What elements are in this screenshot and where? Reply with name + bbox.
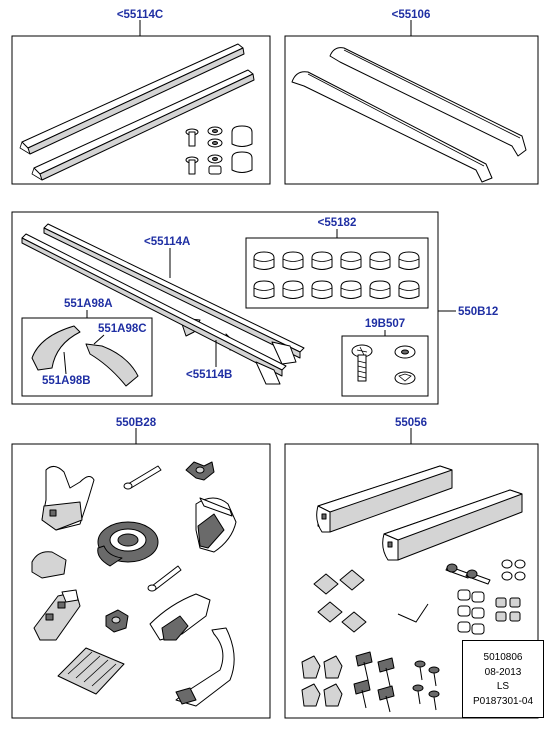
panel-frame xyxy=(284,35,539,185)
panel-55056: 55056 xyxy=(284,417,539,719)
fixing-kit xyxy=(185,125,253,175)
panel-frame xyxy=(11,443,271,719)
end-cap-icon xyxy=(253,280,275,299)
panel-frame xyxy=(11,211,439,405)
foam-tape-roll-icon xyxy=(97,521,159,567)
callout-55106[interactable]: <55106 xyxy=(392,9,431,21)
bolt-icon xyxy=(351,344,373,382)
cross-bar-rear xyxy=(329,47,527,157)
clamp-jaw-icon xyxy=(149,593,211,641)
callout-55114c[interactable]: <55114C xyxy=(117,9,163,21)
rubber-pads-set xyxy=(313,569,367,633)
bolt-icon xyxy=(185,128,199,147)
end-cap-icon xyxy=(398,280,420,299)
long-bolt-icon xyxy=(123,465,162,490)
callout-55114a[interactable]: <55114A xyxy=(144,236,190,248)
thumb-screw-set xyxy=(353,651,395,713)
end-cap-icon xyxy=(369,280,391,299)
strap-icon xyxy=(175,627,235,707)
end-cap-icon xyxy=(340,280,362,299)
bolt-icon xyxy=(185,156,199,175)
leader-line xyxy=(93,334,105,345)
knob-nut-icon xyxy=(105,609,129,633)
rubber-pad-icon xyxy=(31,551,67,579)
long-rail-lower xyxy=(21,233,287,385)
screw-set-icon xyxy=(412,660,440,711)
leader-line xyxy=(63,351,67,375)
end-cap-icon xyxy=(398,251,420,270)
end-cap-icon xyxy=(253,251,275,270)
nut-icon xyxy=(394,371,416,385)
end-cap-icon xyxy=(231,125,253,173)
end-cap-icon xyxy=(369,251,391,270)
info-line-3: LS xyxy=(496,681,510,692)
panel-side-rails: <55114C xyxy=(11,9,271,185)
panel-550b28: 550B28 xyxy=(11,417,271,719)
callout-55182[interactable]: <55182 xyxy=(318,217,357,229)
spacer-blocks-set xyxy=(457,589,485,635)
caps-box xyxy=(245,237,429,309)
long-bolt-icon xyxy=(147,565,182,592)
panel-cross-bars: <55106 xyxy=(284,9,539,185)
end-cap-icon xyxy=(282,280,304,299)
end-cap-icon xyxy=(311,280,333,299)
side-rail-lower xyxy=(31,69,255,181)
clip-set-icon xyxy=(301,655,343,707)
washer-icon xyxy=(207,154,223,175)
end-cover-right xyxy=(85,343,139,387)
callout-55056[interactable]: 55056 xyxy=(395,417,427,429)
end-cap-icon xyxy=(340,251,362,270)
ski-carrier-left xyxy=(316,465,453,533)
callout-19b507[interactable]: 19B507 xyxy=(365,318,405,330)
panel-550b12: 550B12 <55114A <55114B <55182 19B507 xyxy=(11,211,498,405)
cross-bar-front xyxy=(291,71,493,183)
instruction-sheet-icon xyxy=(57,647,125,695)
info-line-4: P0187301-04 xyxy=(472,695,534,707)
end-cap-icon xyxy=(311,251,333,270)
covers-box xyxy=(21,317,153,397)
clamp-bracket-icon xyxy=(41,466,95,531)
strap-clamp-icon xyxy=(195,497,237,553)
callout-550b28[interactable]: 550B28 xyxy=(116,417,157,429)
drawing-info-block: 5010806 08-2013 LS P0187301-04 xyxy=(462,640,544,718)
washer-icon xyxy=(207,126,223,148)
end-cap-icon xyxy=(282,251,304,270)
washer-icon xyxy=(394,345,416,359)
end-cover-left xyxy=(31,325,81,371)
side-rail-upper xyxy=(19,43,245,155)
fixings-box xyxy=(341,335,429,397)
mounting-plate-icon xyxy=(33,589,81,641)
ski-carrier-right xyxy=(382,489,523,561)
nut-set-icon xyxy=(501,559,526,581)
small-nut-set xyxy=(495,597,521,622)
callout-551a98b[interactable]: 551A98B xyxy=(42,375,91,387)
callout-550b12[interactable]: 550B12 xyxy=(458,306,498,318)
callout-551a98a[interactable]: 551A98A xyxy=(64,298,113,310)
allen-key-icon xyxy=(397,603,429,623)
info-line-2: 08-2013 xyxy=(484,666,522,678)
panel-frame xyxy=(11,35,271,185)
callout-55114b[interactable]: <55114B xyxy=(186,369,232,381)
callout-551a98c[interactable]: 551A98C xyxy=(98,323,147,335)
knob-nut-icon xyxy=(185,461,215,481)
info-line-1: 5010806 xyxy=(483,652,523,663)
key-icon xyxy=(445,563,491,585)
end-caps-set xyxy=(253,251,420,299)
